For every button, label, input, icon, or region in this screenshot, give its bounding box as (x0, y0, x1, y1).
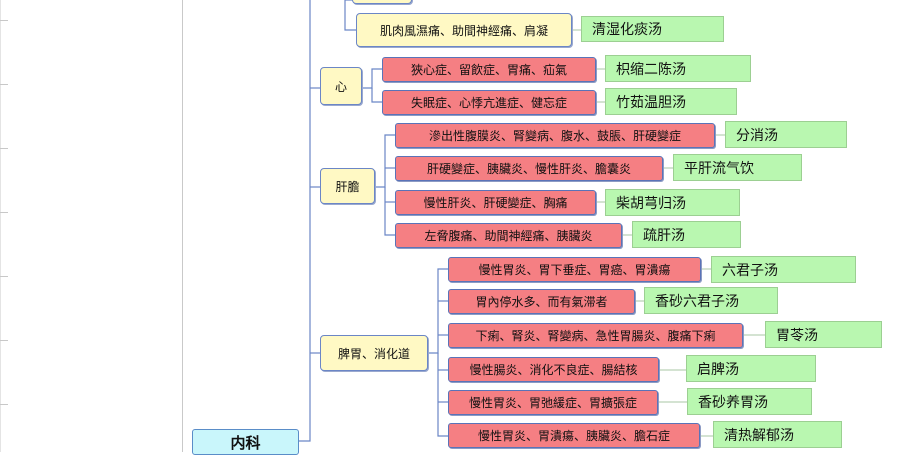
connector-liver-1 (375, 134, 395, 188)
category-heart[interactable]: 心 (320, 67, 362, 105)
category-spleen-stomach[interactable]: 脾胃、消化道 (320, 335, 428, 371)
category-heart-label: 心 (334, 79, 347, 94)
remedy-node[interactable]: 香砂养胃汤 (687, 388, 812, 415)
ruler-tick (0, 212, 8, 213)
remedy-label: 六君子汤 (722, 262, 778, 279)
connector-liver-4 (384, 187, 395, 236)
symptom-node[interactable]: 胃內停水多、而有氣滞者 (448, 289, 635, 314)
symptom-node[interactable]: 失眠症、心悸亢進症、健忘症 (382, 90, 596, 115)
remedy-label: 香砂六君子汤 (655, 293, 739, 310)
connector-heart-2 (371, 88, 382, 103)
ruler-tick (0, 148, 8, 149)
top-item-remedy-label: 清湿化痰汤 (592, 22, 662, 38)
remedy-label: 香砂养胃汤 (698, 394, 768, 411)
connector-root-trunk (299, 0, 311, 442)
left-edge-line (0, 0, 1, 452)
symptom-label: 左脅腹痛、助間神經痛、胰臟炎 (424, 229, 593, 243)
connector-heart-1 (362, 68, 382, 89)
symptom-node[interactable]: 下痢、腎炎、腎變病、急性胃腸炎、腹痛下痢 (448, 323, 743, 348)
partial-node-top[interactable] (352, 0, 412, 4)
left-margin-line (182, 0, 183, 452)
symptom-label: 慢性胃炎、胃潰瘍、胰臟炎、膽石症 (477, 429, 670, 443)
symptom-node[interactable]: 滲出性腹膜炎、腎變病、腹水、鼓脹、肝硬變症 (395, 123, 715, 148)
category-liver-gallbladder-label: 肝膽 (335, 179, 360, 194)
symptom-node[interactable]: 慢性胃炎、胃下垂症、胃癌、胃潰瘍 (448, 257, 701, 282)
root-node-label: 内科 (230, 433, 261, 452)
category-liver-gallbladder[interactable]: 肝膽 (320, 168, 375, 204)
remedy-node[interactable]: 启脾汤 (686, 355, 816, 382)
remedy-node[interactable]: 枳缩二陈汤 (605, 55, 751, 82)
symptom-node[interactable]: 慢性肝炎、肝硬變症、胸痛 (395, 190, 596, 215)
remedy-label: 清热解郁汤 (724, 427, 794, 444)
root-node[interactable]: 内科 (192, 429, 299, 455)
connector-spleen-1 (428, 268, 448, 354)
remedy-node[interactable]: 六君子汤 (711, 256, 856, 283)
remedy-node[interactable]: 柴胡芎归汤 (605, 189, 740, 216)
category-spleen-stomach-label: 脾胃、消化道 (337, 346, 410, 361)
remedy-label: 启脾汤 (697, 361, 739, 378)
remedy-node[interactable]: 分消汤 (725, 121, 847, 148)
symptom-label: 慢性肝炎、肝硬變症、胸痛 (423, 196, 568, 210)
ruler-tick (0, 276, 8, 277)
ruler-tick (0, 404, 8, 405)
remedy-label: 枳缩二陈汤 (616, 61, 686, 78)
symptom-node[interactable]: 左脅腹痛、助間神經痛、胰臟炎 (395, 223, 622, 248)
symptom-label: 失眠症、心悸亢進症、健忘症 (410, 96, 567, 110)
top-item-label: 肌肉風濕痛、助間神經痛、肩凝 (379, 23, 548, 38)
remedy-node[interactable]: 香砂六君子汤 (644, 287, 778, 314)
symptom-node[interactable]: 狹心症、留飲症、胃痛、疝氣 (382, 57, 596, 82)
remedy-node[interactable]: 清热解郁汤 (713, 421, 842, 448)
symptom-node[interactable]: 慢性胃炎、胃弛緩症、胃擴張症 (448, 390, 658, 415)
ruler-tick (0, 84, 8, 85)
remedy-node[interactable]: 平肝流气饮 (673, 154, 802, 181)
symptom-label: 肝硬變症、胰臟炎、慢性肝炎、膽囊炎 (426, 162, 631, 176)
top-item-remedy[interactable]: 清湿化痰汤 (581, 16, 724, 42)
remedy-label: 柴胡芎归汤 (616, 195, 686, 212)
remedy-label: 平肝流气饮 (684, 160, 754, 177)
remedy-label: 胃苓汤 (776, 327, 818, 344)
symptom-label: 慢性腸炎、消化不良症、腸結核 (469, 363, 638, 377)
remedy-node[interactable]: 胃苓汤 (765, 321, 882, 348)
remedy-label: 疏肝汤 (643, 227, 685, 244)
remedy-node[interactable]: 疏肝汤 (632, 221, 741, 248)
remedy-label: 竹茹温胆汤 (616, 94, 686, 111)
symptom-node[interactable]: 慢性腸炎、消化不良症、腸結核 (448, 357, 659, 382)
symptom-label: 慢性胃炎、胃弛緩症、胃擴張症 (468, 396, 637, 410)
remedy-label: 分消汤 (736, 127, 778, 144)
ruler-tick (0, 340, 8, 341)
remedy-node[interactable]: 竹茹温胆汤 (605, 88, 737, 115)
connector-top-item (344, 0, 356, 31)
symptom-label: 滲出性腹膜炎、腎變病、腹水、鼓脹、肝硬變症 (428, 129, 681, 143)
symptom-label: 胃內停水多、而有氣滞者 (475, 295, 608, 309)
symptom-node[interactable]: 肝硬變症、胰臟炎、慢性肝炎、膽囊炎 (395, 156, 663, 181)
top-item-node[interactable]: 肌肉風濕痛、助間神經痛、肩凝 (356, 13, 572, 47)
symptom-label: 狹心症、留飲症、胃痛、疝氣 (410, 63, 567, 77)
ruler-tick (0, 20, 8, 21)
symptom-label: 慢性胃炎、胃下垂症、胃癌、胃潰瘍 (478, 263, 671, 277)
symptom-node[interactable]: 慢性胃炎、胃潰瘍、胰臟炎、膽石症 (448, 423, 700, 448)
symptom-label: 下痢、腎炎、腎變病、急性胃腸炎、腹痛下痢 (475, 329, 716, 343)
